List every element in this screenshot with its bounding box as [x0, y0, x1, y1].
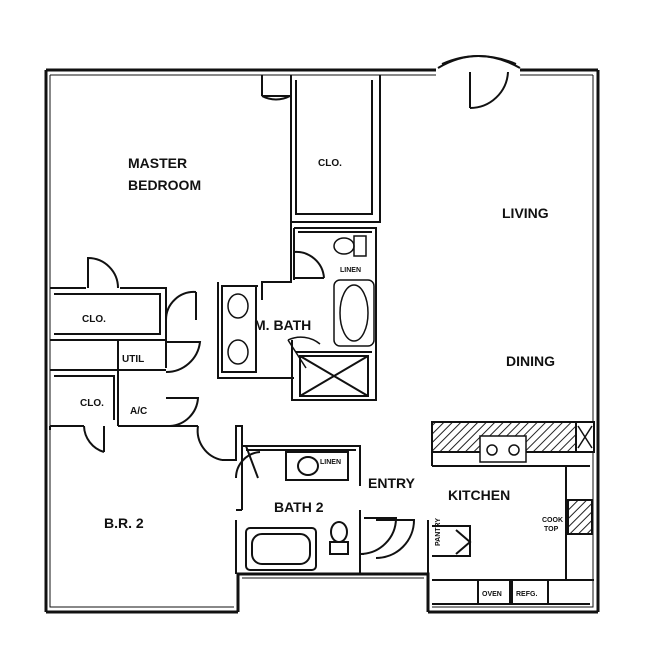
master-bath-walls	[221, 227, 377, 401]
label-master-line2: BEDROOM	[128, 177, 201, 193]
master-fixtures	[227, 235, 375, 369]
label-bedroom-2: B.R. 2	[104, 515, 144, 531]
label-dining: DINING	[506, 353, 555, 369]
label-kitchen: KITCHEN	[448, 487, 510, 503]
label-bath-2: BATH 2	[274, 499, 324, 515]
label-cooktop-line1: COOK	[542, 517, 563, 524]
master-door	[261, 95, 291, 101]
bedroom2-walls	[49, 425, 261, 574]
label-master-closet: CLO.	[318, 158, 342, 169]
label-linen-bath2: LINEN	[320, 459, 341, 466]
closet-doors	[83, 256, 223, 461]
bay-window	[437, 55, 521, 69]
label-master-line1: MASTER	[128, 155, 187, 171]
exterior-wall-inner-lines	[49, 74, 594, 608]
master-bath-door	[293, 250, 325, 279]
label-linen-master: LINEN	[340, 267, 361, 274]
kitchen-walls	[375, 452, 594, 605]
label-cooktop-line2: TOP	[544, 526, 559, 533]
label-closet-lower: CLO.	[80, 398, 104, 409]
label-utility: UTIL	[122, 354, 144, 365]
label-oven: OVEN	[482, 591, 502, 598]
label-master-bath: M. BATH	[254, 317, 311, 333]
living-door	[469, 71, 509, 110]
kitchen-counter	[431, 421, 595, 463]
bath2-walls	[242, 445, 398, 574]
label-living: LIVING	[502, 205, 549, 221]
exterior-walls	[44, 68, 600, 614]
label-pantry: PANTRY	[435, 518, 442, 546]
label-ac: A/C	[130, 406, 147, 417]
label-entry: ENTRY	[368, 475, 416, 491]
label-closet-upper: CLO.	[82, 314, 106, 325]
label-refrigerator: REFG.	[516, 591, 537, 598]
room-labels: MASTER BEDROOM CLO. LIVING DINING LINEN …	[80, 155, 563, 598]
